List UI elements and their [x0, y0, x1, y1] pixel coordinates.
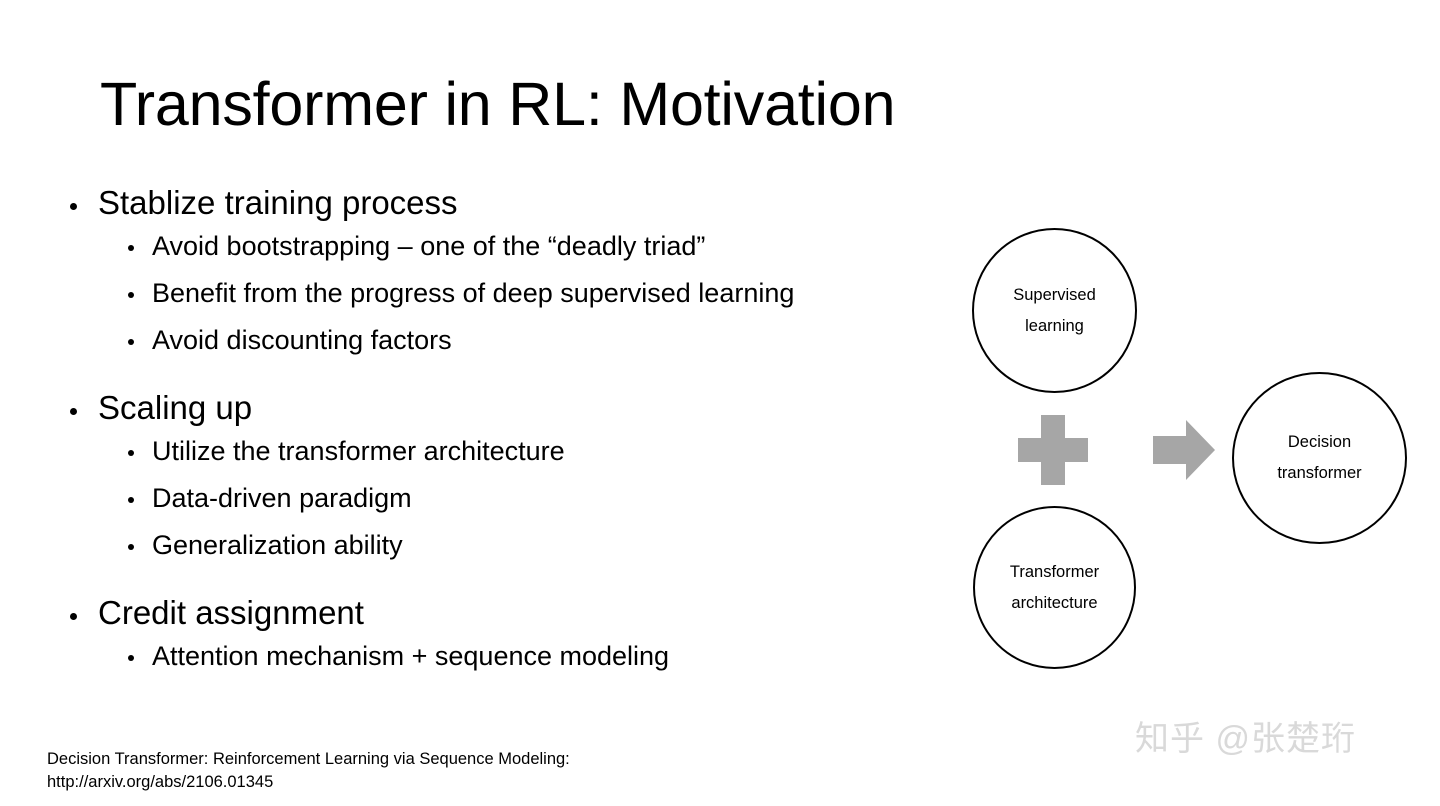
sub-bullet-dot-icon — [128, 339, 134, 346]
bullet-level2-label: Attention mechanism + sequence modeling — [152, 641, 670, 671]
bullet-list: Stablize training process Avoid bootstra… — [66, 186, 966, 690]
diagram-node-supervised-learning: Supervised learning — [972, 228, 1137, 393]
bullet-level1-label: Credit assignment — [98, 594, 364, 631]
bullet-group: Scaling up Utilize the transformer archi… — [66, 391, 966, 579]
bullet-level1-label: Stablize training process — [98, 184, 458, 221]
bullet-level1: Scaling up — [66, 391, 966, 424]
bullet-level1: Credit assignment — [66, 596, 966, 629]
page-title: Transformer in RL: Motivation — [100, 70, 896, 138]
bullet-level2: Benefit from the progress of deep superv… — [66, 280, 966, 327]
bullet-group: Credit assignment Attention mechanism + … — [66, 596, 966, 690]
bullet-dot-icon — [70, 612, 77, 620]
bullet-level1-label: Scaling up — [98, 389, 253, 426]
sub-bullet-dot-icon — [128, 497, 134, 504]
bullet-level2: Avoid bootstrapping – one of the “deadly… — [66, 233, 966, 280]
sub-bullet-dot-icon — [128, 655, 134, 662]
footer-paper-title: Decision Transformer: Reinforcement Lear… — [47, 750, 570, 768]
diagram-node-decision-transformer: Decision transformer — [1232, 372, 1407, 544]
bullet-dot-icon — [70, 407, 77, 415]
footer-paper-url: http://arxiv.org/abs/2106.01345 — [47, 773, 274, 792]
bullet-level2-label: Avoid discounting factors — [152, 325, 452, 355]
node-label-line1: Transformer — [1009, 562, 1100, 581]
plus-vertical-bar — [1041, 415, 1065, 485]
sub-bullet-list: Utilize the transformer architecture Dat… — [66, 438, 966, 579]
bullet-level2: Avoid discounting factors — [66, 327, 966, 374]
bullet-group: Stablize training process Avoid bootstra… — [66, 186, 966, 374]
sub-bullet-list: Attention mechanism + sequence modeling — [66, 643, 966, 690]
plus-icon — [1018, 415, 1088, 485]
sub-bullet-dot-icon — [128, 450, 134, 457]
right-arrow-icon — [1153, 418, 1215, 482]
bullet-level2-label: Avoid bootstrapping – one of the “deadly… — [152, 231, 706, 261]
node-label-line2: learning — [1025, 316, 1084, 335]
sub-bullet-dot-icon — [128, 245, 134, 252]
watermark: 知乎 @张楚珩 — [1135, 720, 1356, 758]
concept-diagram: Supervised learning Transformer architec… — [960, 210, 1430, 690]
node-label-line2: transformer — [1277, 464, 1362, 482]
diagram-node-transformer-architecture: Transformer architecture — [973, 506, 1136, 669]
bullet-level2: Data-driven paradigm — [66, 485, 966, 532]
bullet-level2-label: Data-driven paradigm — [152, 483, 412, 513]
node-label-line1: Decision — [1287, 433, 1352, 452]
node-label-line2: architecture — [1011, 593, 1098, 612]
sub-bullet-list: Avoid bootstrapping – one of the “deadly… — [66, 233, 966, 374]
footer-reference: Decision Transformer: Reinforcement Lear… — [47, 748, 570, 795]
bullet-level2-label: Utilize the transformer architecture — [152, 436, 565, 466]
bullet-level2-label: Generalization ability — [152, 530, 403, 560]
bullet-level1: Stablize training process — [66, 186, 966, 219]
bullet-dot-icon — [70, 202, 77, 210]
bullet-level2: Generalization ability — [66, 532, 966, 579]
sub-bullet-dot-icon — [128, 544, 134, 551]
sub-bullet-dot-icon — [128, 292, 134, 299]
bullet-level2: Attention mechanism + sequence modeling — [66, 643, 966, 690]
node-label-line1: Supervised — [1013, 285, 1096, 304]
bullet-level2-label: Benefit from the progress of deep superv… — [152, 278, 795, 308]
bullet-level2: Utilize the transformer architecture — [66, 438, 966, 485]
